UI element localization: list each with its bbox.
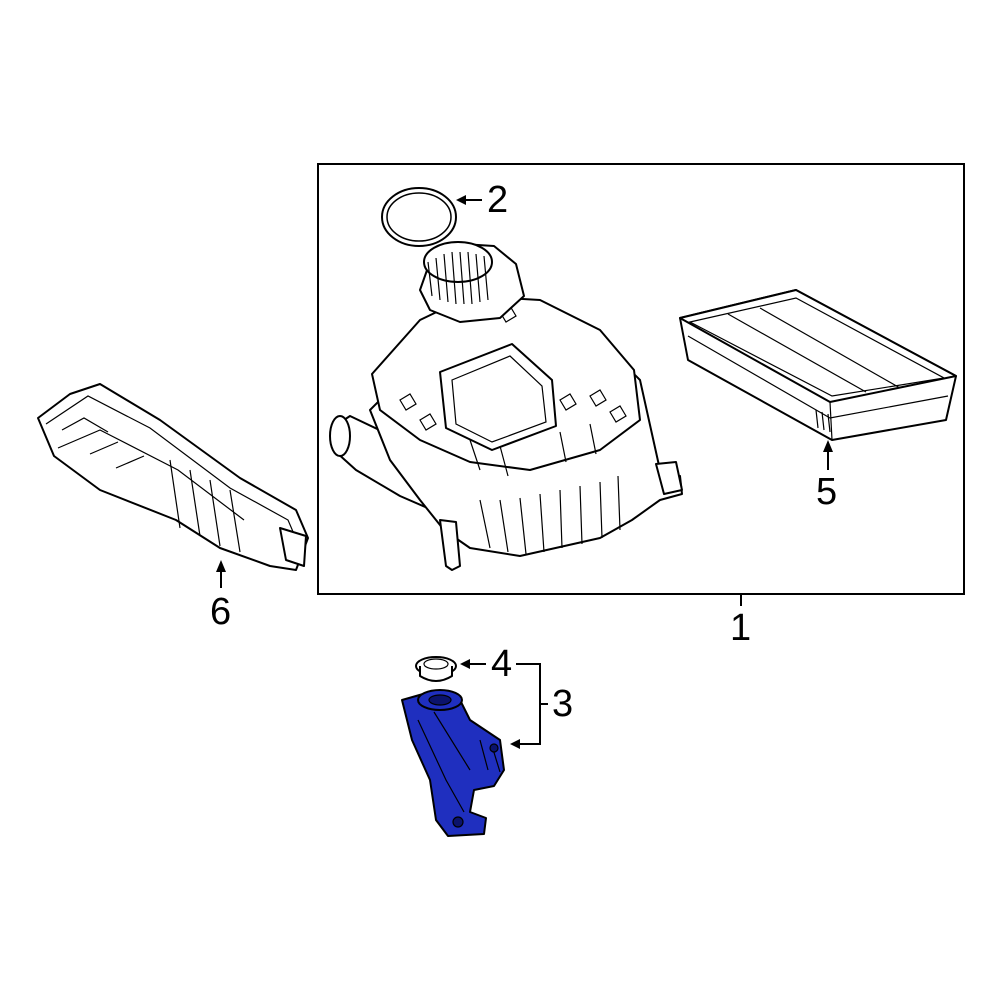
seal-ring-drawing[interactable] bbox=[381, 187, 457, 247]
callout-2[interactable]: 2 bbox=[487, 179, 508, 221]
mounting-bracket-drawing[interactable] bbox=[401, 689, 505, 837]
leader-5 bbox=[823, 440, 833, 470]
leader-2 bbox=[456, 195, 482, 205]
callout-5[interactable]: 5 bbox=[816, 471, 837, 513]
callout-4[interactable]: 4 bbox=[491, 643, 512, 685]
leader-3 bbox=[510, 663, 548, 749]
grommet-drawing[interactable] bbox=[415, 656, 457, 682]
air-cleaner-housing-drawing[interactable] bbox=[329, 241, 683, 571]
callout-6[interactable]: 6 bbox=[210, 591, 231, 633]
leader-6 bbox=[216, 560, 226, 588]
air-filter-element-drawing[interactable] bbox=[679, 289, 957, 441]
callout-3[interactable]: 3 bbox=[552, 683, 573, 725]
assembly-frame bbox=[317, 163, 965, 595]
leader-4 bbox=[460, 659, 486, 669]
intake-duct-drawing[interactable] bbox=[37, 383, 309, 571]
callout-1[interactable]: 1 bbox=[730, 607, 751, 649]
